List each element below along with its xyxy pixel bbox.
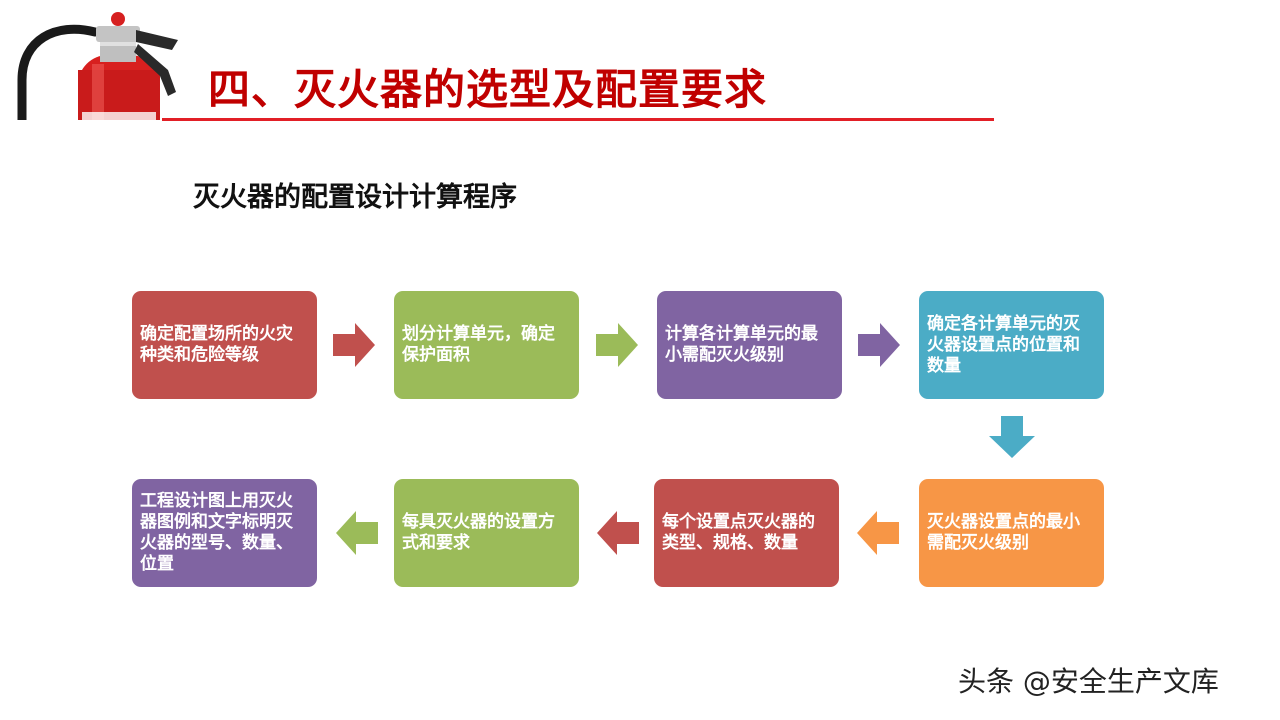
arrow-right-icon: [596, 323, 638, 367]
flow-step-7: 每具灭火器的设置方式和要求: [394, 479, 579, 587]
flow-step-2-text: 划分计算单元，确定保护面积: [402, 324, 555, 365]
flow-step-4: 确定各计算单元的灭火器设置点的位置和数量: [919, 291, 1104, 399]
flow-step-5-text: 灭火器设置点的最小需配灭火级别: [927, 512, 1080, 553]
arrow-down-icon: [989, 416, 1035, 458]
arrow-left-icon: [597, 511, 639, 555]
slide-title: 四、灭火器的选型及配置要求: [208, 65, 768, 114]
title-underline: [162, 118, 994, 121]
flow-step-5: 灭火器设置点的最小需配灭火级别: [919, 479, 1104, 587]
flow-step-6-text: 每个设置点灭火器的类型、规格、数量: [662, 512, 815, 553]
flow-step-3: 计算各计算单元的最小需配灭火级别: [657, 291, 842, 399]
arrow-right-icon: [333, 323, 375, 367]
flow-step-3-text: 计算各计算单元的最小需配灭火级别: [665, 324, 818, 365]
arrow-right-icon: [858, 323, 900, 367]
flow-step-1-text: 确定配置场所的火灾种类和危险等级: [140, 324, 293, 365]
flow-step-4-text: 确定各计算单元的灭火器设置点的位置和数量: [927, 313, 1080, 376]
flow-step-7-text: 每具灭火器的设置方式和要求: [402, 512, 555, 553]
flow-step-8: 工程设计图上用灭火器图例和文字标明灭火器的型号、数量、位置: [132, 479, 317, 587]
arrow-left-icon: [857, 511, 899, 555]
flow-step-2: 划分计算单元，确定保护面积: [394, 291, 579, 399]
flow-step-1: 确定配置场所的火灾种类和危险等级: [132, 291, 317, 399]
flow-step-6: 每个设置点灭火器的类型、规格、数量: [654, 479, 839, 587]
watermark: 头条 @安全生产文库: [958, 665, 1219, 698]
section-subtitle: 灭火器的配置设计计算程序: [193, 182, 517, 213]
flow-step-8-text: 工程设计图上用灭火器图例和文字标明灭火器的型号、数量、位置: [140, 491, 293, 574]
arrow-left-icon: [336, 511, 378, 555]
fire-extinguisher-icon: [0, 0, 200, 120]
